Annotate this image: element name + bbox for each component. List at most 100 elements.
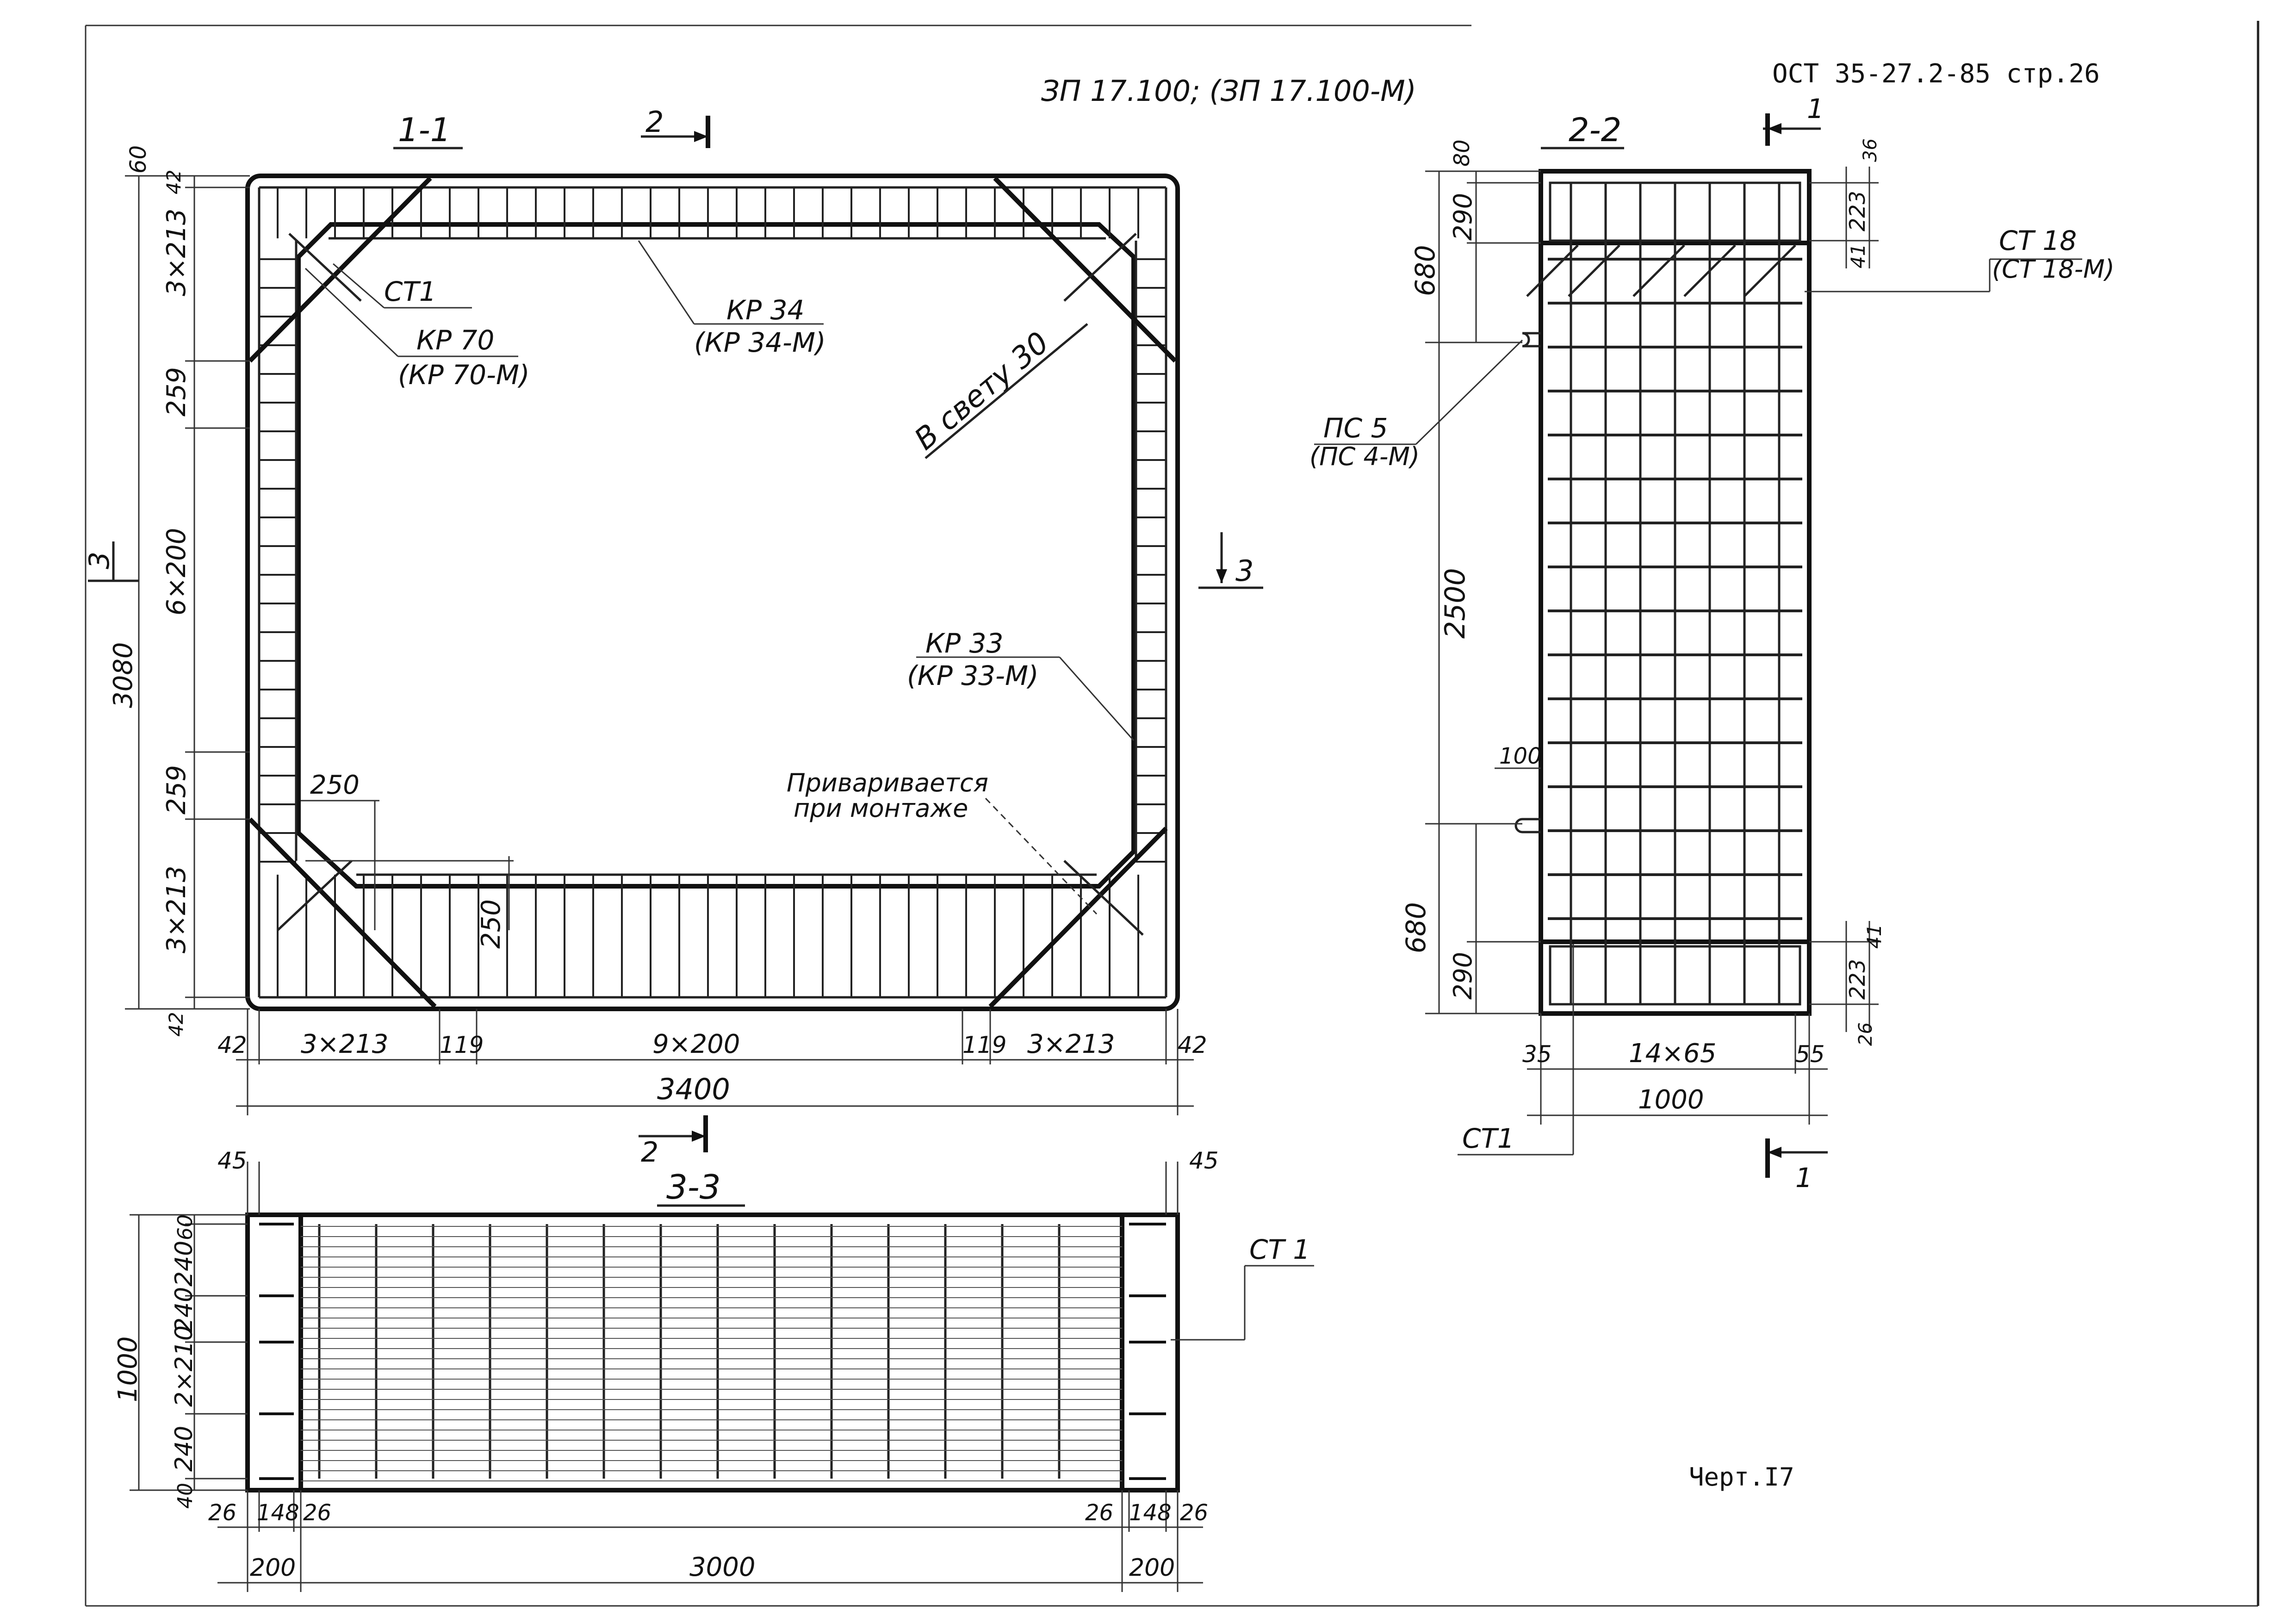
slab-rebar-grid	[259, 1223, 1166, 1481]
cut-mark-2-bottom: 2	[639, 1115, 708, 1169]
cut-mark-2-top: 2	[641, 105, 710, 148]
cut-mark-3-right: 3	[1198, 532, 1263, 589]
label-kp33: КР 33	[925, 628, 1003, 659]
sheet-frame	[85, 21, 2259, 1607]
svg-text:80: 80	[1449, 139, 1474, 167]
svg-text:14×65: 14×65	[1629, 1038, 1716, 1069]
svg-text:2: 2	[641, 1136, 658, 1169]
svg-text:1000: 1000	[113, 1336, 143, 1402]
wall-rebar-grid	[1548, 183, 1802, 1004]
label-kp70: КР 70	[416, 324, 494, 356]
svg-text:42: 42	[217, 1032, 247, 1058]
svg-text:26: 26	[208, 1500, 236, 1526]
svg-text:119: 119	[440, 1032, 484, 1058]
svg-text:148: 148	[257, 1500, 299, 1526]
svg-text:1: 1	[1795, 1162, 1812, 1194]
svg-text:2: 2	[645, 105, 664, 139]
svg-text:3000: 3000	[689, 1552, 756, 1582]
svg-text:60: 60	[174, 1214, 197, 1240]
cut-mark-1-bottom: 1	[1765, 1138, 1828, 1194]
label-kp33m: (КР 33-М)	[907, 660, 1039, 691]
label-kp34: КР 34	[726, 294, 804, 326]
standard-number: ОСТ 35-27.2-85 стр.26	[1772, 59, 2100, 89]
top-inserts	[1526, 244, 1796, 297]
dim-chain-3-3-left: 60 240 240 2×210 1000 240 40	[113, 1214, 248, 1509]
label-weld-2: при монтаже	[794, 794, 968, 823]
slab-outline	[245, 1213, 1180, 1492]
svg-text:3×213: 3×213	[161, 209, 192, 296]
dim-chain-2-2-bottom: 35 14×65 55 1000	[1522, 1014, 1828, 1125]
svg-text:223: 223	[1845, 959, 1870, 1000]
lifting-loop-top	[1522, 332, 1541, 348]
label-st1-2-2: СТ1	[1462, 1123, 1514, 1154]
svg-text:55: 55	[1795, 1041, 1825, 1068]
label-clear-span: В свету 30	[908, 325, 1055, 457]
svg-text:2×210: 2×210	[170, 1325, 198, 1407]
svg-text:680: 680	[1409, 245, 1441, 296]
dim-chain-bottom: 42 3×213 119 9×200 119 3×213 42 3400	[217, 1009, 1207, 1115]
dim-chain-2-2-left: 80 290 680 2500 100 680 290	[1400, 139, 1542, 1014]
dim-chain-left: 60 42 3×213 259 6×200 3080 259 3×213 42	[108, 145, 250, 1037]
svg-text:26: 26	[1180, 1500, 1208, 1526]
svg-text:42: 42	[1178, 1032, 1207, 1058]
stirrups-bottom	[277, 875, 1139, 997]
svg-text:41: 41	[1863, 924, 1886, 949]
svg-text:6×200: 6×200	[161, 528, 192, 616]
svg-text:680: 680	[1400, 902, 1432, 953]
section-3-3: 3-3 45 45 СТ 1 60 240 240 2×210	[113, 1147, 1314, 1592]
svg-text:148: 148	[1129, 1500, 1172, 1526]
cut-mark-1-top: 1	[1763, 93, 1824, 146]
svg-text:35: 35	[1522, 1041, 1552, 1068]
svg-text:60: 60	[125, 145, 151, 174]
section-2-2: 2-2 1	[1309, 93, 2115, 1194]
label-st1: СТ1	[384, 276, 436, 307]
stirrups-left	[259, 258, 296, 863]
label-kp70m: (КР 70-М)	[398, 359, 530, 391]
dim-chain-2-2-right: 36 223 41 41 223 26	[1809, 138, 1886, 1046]
svg-text:42: 42	[162, 170, 185, 194]
svg-text:290: 290	[1448, 193, 1477, 241]
dim-45-left: 45	[217, 1147, 247, 1174]
svg-text:223: 223	[1845, 191, 1870, 231]
svg-text:1000: 1000	[1638, 1085, 1704, 1115]
wall-outline	[1539, 169, 1812, 1016]
svg-text:259: 259	[161, 765, 192, 815]
svg-text:200: 200	[1129, 1554, 1175, 1582]
svg-text:240: 240	[170, 1426, 198, 1472]
section-1-1-title: 1-1	[398, 111, 451, 149]
svg-text:290: 290	[1448, 952, 1477, 1000]
svg-text:3×213: 3×213	[1027, 1029, 1115, 1059]
svg-text:3400: 3400	[657, 1072, 730, 1106]
label-ps5: ПС 5	[1323, 412, 1388, 444]
svg-text:9×200: 9×200	[652, 1029, 740, 1059]
lifting-loop-bottom	[1514, 818, 1541, 833]
svg-text:42: 42	[165, 1012, 187, 1037]
label-st1-3-3: СТ 1	[1249, 1234, 1310, 1265]
svg-text:100: 100	[1499, 743, 1542, 769]
stirrups-top	[277, 187, 1139, 238]
svg-text:3: 3	[83, 552, 116, 569]
svg-text:240: 240	[170, 1241, 198, 1287]
dim-chain-3-3-bottom: 26 148 26 26 148 26 200 3000 200	[208, 1490, 1208, 1592]
svg-text:26: 26	[303, 1500, 331, 1526]
svg-text:40: 40	[174, 1483, 197, 1509]
svg-text:3: 3	[1235, 554, 1253, 588]
dim-250-a: 250	[310, 770, 360, 800]
dim-45-right: 45	[1189, 1147, 1219, 1174]
svg-text:259: 259	[161, 367, 192, 417]
cut-mark-3-left: 3	[83, 541, 139, 582]
dim-250-b: 250	[476, 899, 506, 949]
svg-text:240: 240	[170, 1287, 198, 1333]
svg-text:3×213: 3×213	[301, 1029, 388, 1059]
svg-text:1: 1	[1807, 93, 1824, 124]
svg-text:2500: 2500	[1439, 568, 1471, 639]
svg-text:41: 41	[1847, 244, 1869, 268]
svg-text:36: 36	[1860, 138, 1881, 162]
svg-text:3080: 3080	[108, 642, 138, 708]
sheet-label: Черт.I7	[1689, 1462, 1794, 1492]
label-st18: СТ 18	[1999, 225, 2077, 256]
svg-text:26: 26	[1085, 1500, 1113, 1526]
svg-text:26: 26	[1855, 1022, 1876, 1046]
svg-text:119: 119	[962, 1032, 1006, 1058]
